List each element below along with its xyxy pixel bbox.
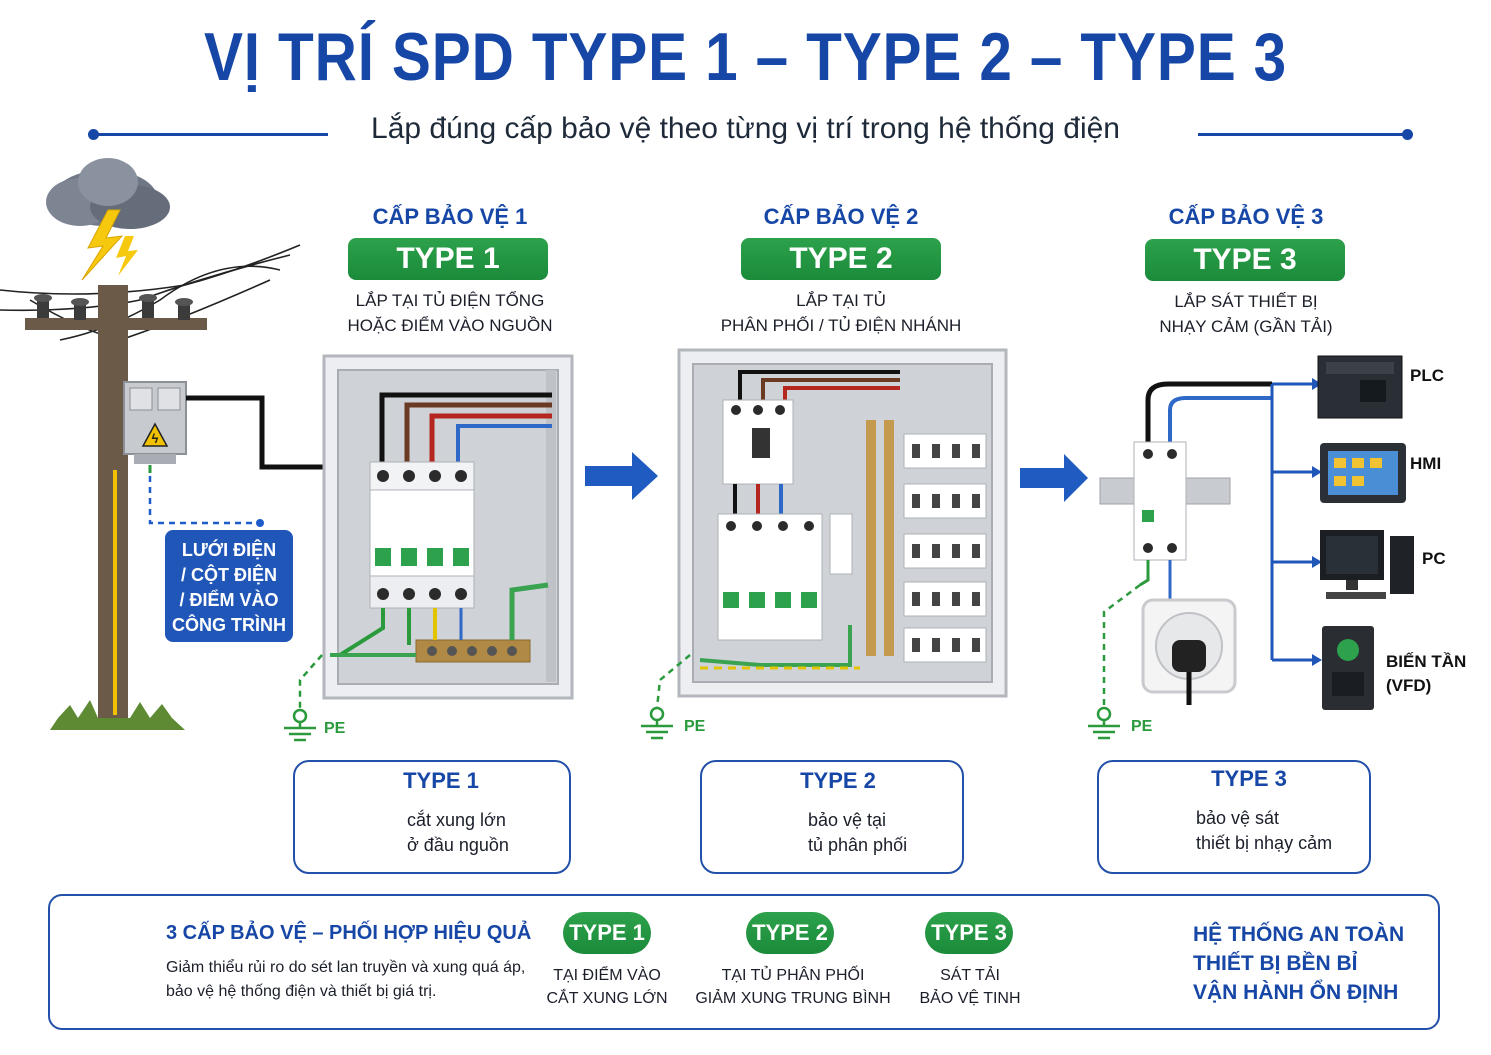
wall-socket-icon <box>1141 598 1237 705</box>
page-subtitle: Lắp đúng cấp bảo vệ theo từng vị trí tro… <box>371 112 1120 145</box>
utility-pole <box>25 285 207 730</box>
stage-1-level: CẤP BẢO VỆ 1 <box>372 204 528 229</box>
spd-type3-module <box>1099 381 1272 600</box>
meter-box: ϟ <box>123 381 187 464</box>
flow-arrow-2 <box>1020 454 1088 502</box>
stage-2-type-badge: TYPE 2 <box>741 238 941 280</box>
device-label-plc: PLC <box>1410 366 1444 385</box>
flow-type3-badge: TYPE 3 <box>925 912 1013 954</box>
type2-card-title: TYPE 2 <box>800 768 876 793</box>
earth-symbol-3 <box>1088 706 1120 740</box>
earth-symbol-2 <box>641 706 673 740</box>
hmi-device <box>1320 443 1406 503</box>
pe-label-3: PE <box>1131 718 1153 735</box>
cabinet-1 <box>322 354 574 700</box>
type1-card-title: TYPE 1 <box>403 768 479 793</box>
lightning-bolt-icon <box>81 209 124 281</box>
stage-2-level: CẤP BẢO VỆ 2 <box>763 204 919 229</box>
type3-card-title: TYPE 3 <box>1211 766 1287 791</box>
device-label-pc: PC <box>1422 549 1446 568</box>
cabinet-2 <box>677 348 1008 698</box>
svg-text:ϟ: ϟ <box>152 431 159 446</box>
flow-type1-badge: TYPE 1 <box>563 912 651 954</box>
grid-entry-label: LƯỚI ĐIỆN / CỘT ĐIỆN / ĐIỂM VÀO CÔNG TRÌ… <box>165 530 293 642</box>
device-label-hmi: HMI <box>1410 454 1442 473</box>
pc-device <box>1320 530 1414 599</box>
earth-symbol-1 <box>284 708 316 742</box>
summary-panel <box>48 894 1440 1030</box>
stage-3-level: CẤP BẢO VỆ 3 <box>1168 204 1324 229</box>
stage-1-type-badge: TYPE 1 <box>348 238 548 280</box>
summary-heading: 3 CẤP BẢO VỆ – PHỐI HỢP HIỆU QUẢ <box>166 922 532 944</box>
device-label-vfd: BIẾN TẦN(VFD) <box>1386 652 1467 695</box>
plc-device <box>1317 355 1403 419</box>
flow-type2-badge: TYPE 2 <box>746 912 834 954</box>
storm-cloud-icon <box>46 158 170 229</box>
subtitle-line-right <box>1198 133 1406 136</box>
stage-3-type-badge: TYPE 3 <box>1145 239 1345 281</box>
subtitle-line-left <box>96 133 328 136</box>
pe-label-2: PE <box>684 718 706 735</box>
summary-text: Giảm thiểu rủi ro do sét lan truyền và x… <box>166 959 526 1000</box>
vfd-device <box>1322 626 1374 710</box>
flow-arrow-1 <box>585 452 658 500</box>
pe-label-1: PE <box>324 720 346 737</box>
subtitle-dot-right <box>1402 129 1413 140</box>
subtitle-dot-left <box>88 129 99 140</box>
page-title: VỊ TRÍ SPD TYPE 1 – TYPE 2 – TYPE 3 <box>203 19 1288 95</box>
